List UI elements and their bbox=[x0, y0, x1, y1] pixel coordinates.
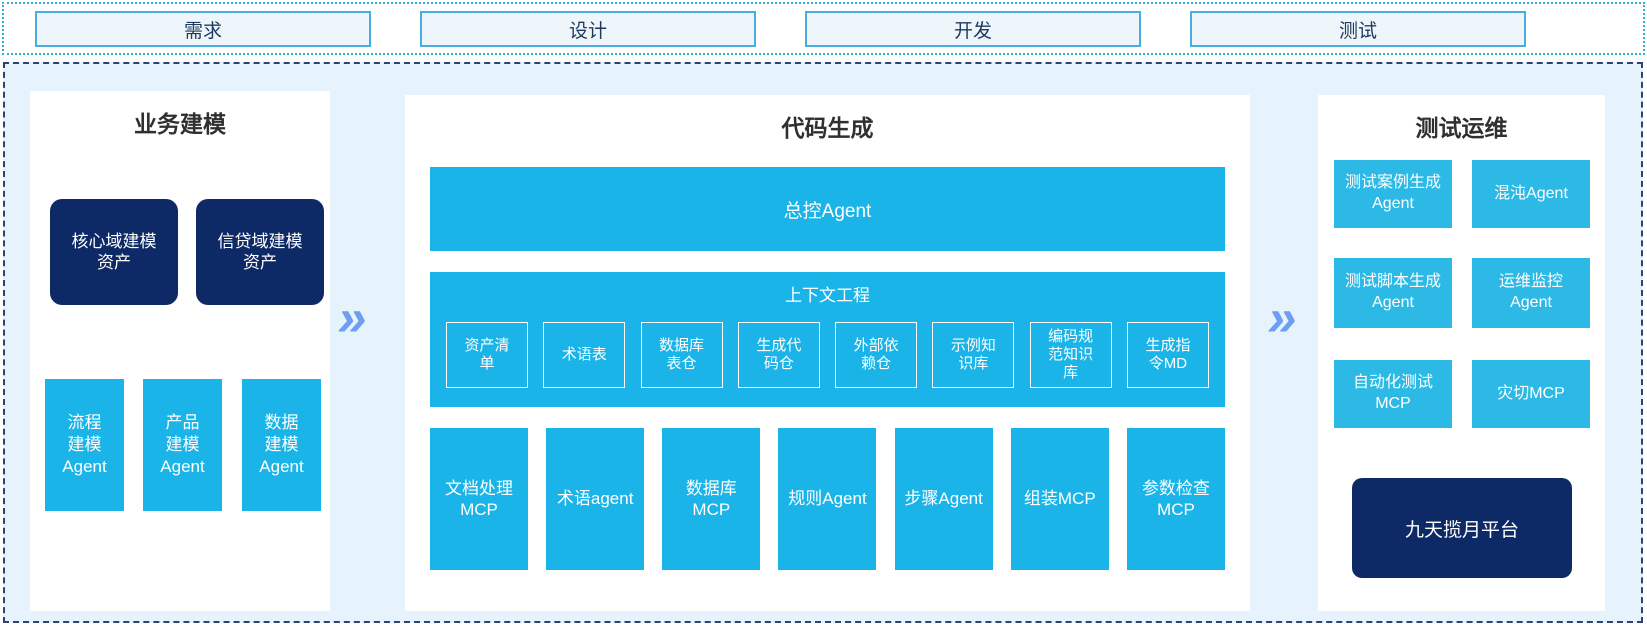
agent-box-product-modeling: 产品建模Agent bbox=[143, 379, 222, 511]
tool-box-param-check-mcp: 参数检查MCP bbox=[1126, 428, 1225, 570]
agent-label: 数据建模Agent bbox=[259, 412, 304, 477]
stage-box-requirements: 需求 bbox=[35, 11, 371, 47]
stage-box-development: 开发 bbox=[805, 11, 1141, 47]
tool-label: 数据库MCP bbox=[685, 478, 737, 519]
stage-label: 测试 bbox=[1338, 20, 1377, 42]
testops-label: 测试脚本生成Agent bbox=[1344, 273, 1441, 311]
testops-box-test-case-gen-agent: 测试案例生成Agent bbox=[1334, 160, 1452, 228]
context-item-glossary: 术语表 bbox=[543, 322, 626, 388]
context-item-external-deps-repo: 外部依赖仓 bbox=[835, 322, 918, 388]
context-engineering-box: 上下文工程 资产清单 术语表 数据库表仓 生成代码仓 外部依赖仓 示例知识库 编… bbox=[430, 272, 1225, 407]
platform-box-jiutian-lanyue: 九天揽月平台 bbox=[1352, 478, 1572, 578]
double-chevron-icon: » bbox=[337, 289, 367, 347]
stage-label: 开发 bbox=[953, 20, 992, 42]
testops-box-chaos-agent: 混沌Agent bbox=[1472, 160, 1590, 228]
tool-box-rule-agent: 规则Agent bbox=[778, 428, 877, 570]
panel-test-ops: 测试运维 测试案例生成Agent 混沌Agent 测试脚本生成Agent 运维监… bbox=[1318, 95, 1605, 611]
master-agent-bar: 总控Agent bbox=[430, 167, 1225, 251]
tool-box-database-mcp: 数据库MCP bbox=[662, 428, 761, 570]
tool-label: 文档处理MCP bbox=[445, 478, 513, 519]
context-item-label: 生成代码仓 bbox=[756, 337, 802, 372]
tool-label: 术语agent bbox=[556, 489, 634, 509]
stage-label: 需求 bbox=[183, 20, 222, 42]
testops-box-test-script-gen-agent: 测试脚本生成Agent bbox=[1334, 258, 1452, 328]
context-item-label: 生成指令MD bbox=[1145, 337, 1191, 372]
flow-arrow-left-icon: » bbox=[317, 292, 387, 344]
context-item-label: 示例知识库 bbox=[950, 337, 996, 372]
flow-arrow-right-icon: » bbox=[1247, 292, 1317, 344]
agent-label: 产品建模Agent bbox=[160, 412, 205, 477]
test-ops-title: 测试运维 bbox=[1415, 115, 1508, 141]
tool-box-doc-processing-mcp: 文档处理MCP bbox=[430, 428, 528, 570]
tool-label: 组装MCP bbox=[1023, 489, 1096, 509]
context-item-generated-code-repo: 生成代码仓 bbox=[737, 322, 820, 388]
context-items-row: 资产清单 术语表 数据库表仓 生成代码仓 外部依赖仓 示例知识库 编码规范知识库… bbox=[446, 322, 1209, 388]
testops-label: 自动化测试MCP bbox=[1352, 374, 1433, 412]
context-item-label: 资产清单 bbox=[464, 337, 510, 372]
asset-label: 信贷域建模资产 bbox=[217, 231, 303, 272]
tool-box-assembly-mcp: 组装MCP bbox=[1010, 428, 1109, 570]
agent-box-data-modeling: 数据建模Agent bbox=[242, 379, 321, 511]
context-item-label: 术语表 bbox=[561, 346, 607, 363]
testops-box-disaster-switch-mcp: 灾切MCP bbox=[1472, 360, 1590, 428]
stage-strip: 需求 设计 开发 测试 bbox=[2, 2, 1645, 55]
context-item-db-table-repo: 数据库表仓 bbox=[640, 322, 723, 388]
code-generation-title: 代码生成 bbox=[781, 115, 874, 141]
tool-box-glossary-agent: 术语agent bbox=[546, 428, 645, 570]
tools-row: 文档处理MCP 术语agent 数据库MCP 规则Agent 步骤Agent 组… bbox=[430, 428, 1225, 570]
testops-label: 测试案例生成Agent bbox=[1344, 174, 1441, 212]
tool-label: 步骤Agent bbox=[904, 489, 983, 509]
agent-box-process-modeling: 流程建模Agent bbox=[45, 379, 124, 511]
stage-box-design: 设计 bbox=[420, 11, 756, 47]
asset-label: 核心域建模资产 bbox=[71, 231, 157, 272]
context-item-example-kb: 示例知识库 bbox=[932, 322, 1015, 388]
context-item-label: 数据库表仓 bbox=[659, 337, 705, 372]
context-item-coding-standards-kb: 编码规范知识库 bbox=[1029, 322, 1112, 388]
context-engineering-title: 上下文工程 bbox=[785, 286, 870, 305]
testops-box-auto-test-mcp: 自动化测试MCP bbox=[1334, 360, 1452, 428]
tool-label: 规则Agent bbox=[788, 489, 867, 509]
context-item-label: 外部依赖仓 bbox=[853, 337, 899, 372]
business-modeling-title: 业务建模 bbox=[134, 111, 226, 137]
main-container: 业务建模 核心域建模资产 信贷域建模资产 流程建模Agent 产品建模Agent… bbox=[3, 62, 1643, 623]
agent-label: 流程建模Agent bbox=[62, 412, 107, 477]
testops-label: 运维监控Agent bbox=[1498, 273, 1563, 311]
asset-box-core-domain: 核心域建模资产 bbox=[50, 199, 178, 305]
context-item-label: 编码规范知识库 bbox=[1048, 328, 1094, 381]
context-item-asset-list: 资产清单 bbox=[446, 322, 528, 388]
master-agent-label: 总控Agent bbox=[783, 200, 872, 222]
asset-box-credit-domain: 信贷域建模资产 bbox=[196, 199, 324, 305]
stage-label: 设计 bbox=[568, 20, 607, 42]
stage-box-testing: 测试 bbox=[1190, 11, 1526, 47]
context-item-generation-instruction-md: 生成指令MD bbox=[1126, 322, 1209, 388]
testops-box-ops-monitor-agent: 运维监控Agent bbox=[1472, 258, 1590, 328]
testops-label: 灾切MCP bbox=[1497, 384, 1565, 402]
platform-label: 九天揽月平台 bbox=[1404, 519, 1519, 541]
panel-code-generation: 代码生成 总控Agent 上下文工程 资产清单 术语表 数据库表仓 生成代码仓 … bbox=[405, 95, 1250, 611]
panel-business-modeling: 业务建模 核心域建模资产 信贷域建模资产 流程建模Agent 产品建模Agent… bbox=[30, 91, 330, 611]
tool-box-step-agent: 步骤Agent bbox=[894, 428, 993, 570]
double-chevron-icon: » bbox=[1267, 289, 1297, 347]
tool-label: 参数检查MCP bbox=[1141, 478, 1210, 519]
testops-label: 混沌Agent bbox=[1494, 184, 1568, 202]
